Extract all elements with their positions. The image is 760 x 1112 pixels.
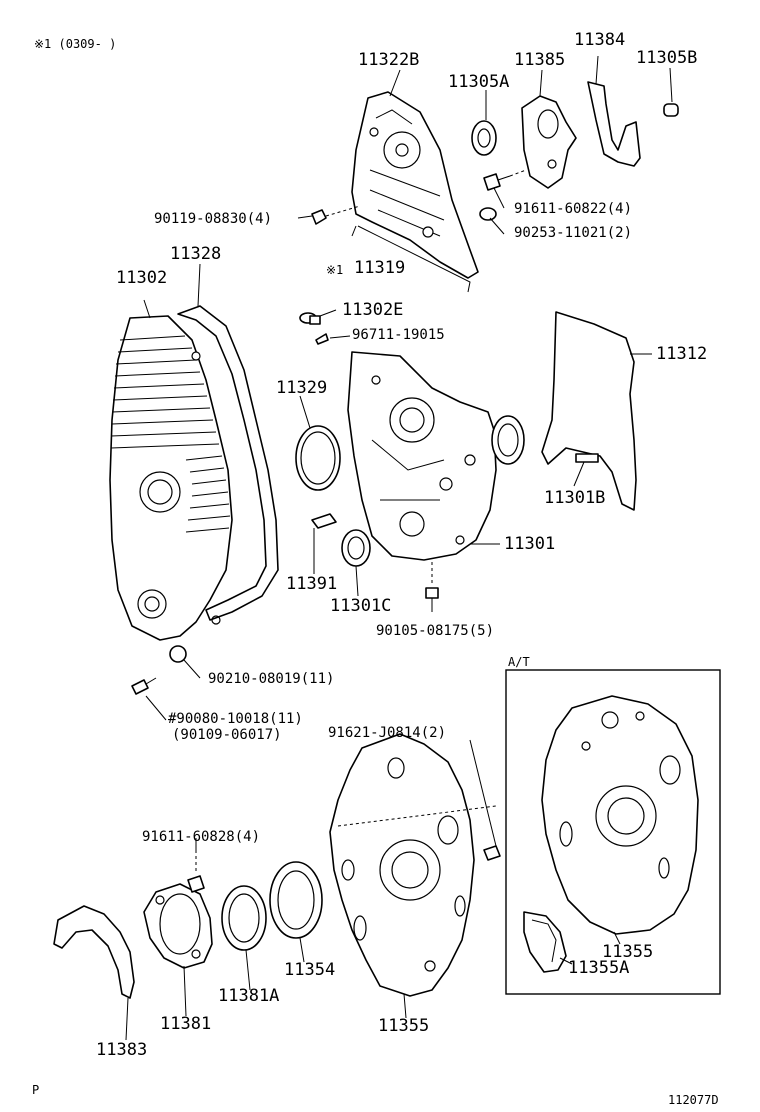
pin-90253-drawing	[479, 207, 497, 221]
label-11385: 11385	[514, 50, 566, 70]
part-11312-drawing	[541, 311, 637, 511]
label-90105: 90105-08175(5)	[376, 623, 495, 639]
note-mark: ※1	[326, 263, 344, 277]
part-11302E-drawing	[299, 312, 321, 325]
diagram-id: 112077D	[668, 1093, 719, 1107]
label-11384: 11384	[574, 30, 626, 50]
label-90253: 90253-11021(2)	[514, 225, 633, 241]
part-11355-at-drawing	[541, 695, 699, 935]
bolt-90080-drawing	[131, 677, 157, 695]
part-96711-drawing	[315, 333, 329, 345]
part-11383-drawing	[53, 905, 135, 999]
label-90080: #90080-10018(11)	[168, 711, 303, 727]
part-11385-drawing	[521, 95, 577, 189]
label-11354: 11354	[284, 960, 336, 980]
part-11305A-drawing	[471, 120, 497, 156]
part-11355A-drawing	[523, 911, 567, 973]
at-group-box	[505, 669, 721, 995]
label-11319: 11319	[354, 258, 406, 278]
label-91611-upper: 91611-60822(4)	[514, 201, 633, 217]
label-11312: 11312	[656, 344, 708, 364]
part-11301C-drawing	[341, 529, 371, 567]
part-11322B-drawing	[351, 91, 479, 293]
bolt-91621-drawing	[469, 739, 501, 861]
part-11354-drawing	[269, 861, 323, 939]
label-11355-at: 11355	[602, 942, 654, 962]
label-11301: 11301	[504, 534, 556, 554]
part-11381-drawing	[143, 883, 213, 969]
bolt-91611-lower-drawing	[187, 850, 205, 893]
corner-letter: P	[32, 1083, 40, 1097]
part-11305B-drawing	[663, 103, 679, 117]
part-11301-drawing	[347, 351, 525, 561]
part-11329-drawing	[295, 425, 341, 491]
label-11305B: 11305B	[636, 48, 698, 68]
bolt-90119-drawing	[311, 205, 361, 225]
part-11355-drawing	[329, 733, 497, 997]
label-90119: 90119-08830(4)	[154, 211, 273, 227]
label-11355: 11355	[378, 1016, 430, 1036]
label-91621: 91621-J0814(2)	[328, 725, 447, 741]
label-11305A: 11305A	[448, 72, 510, 92]
label-11322B: 11322B	[358, 50, 420, 70]
label-91611-lower: 91611-60828(4)	[142, 829, 261, 845]
part-11301B-drawing	[575, 453, 599, 463]
label-11328: 11328	[170, 244, 222, 264]
label-11381A: 11381A	[218, 986, 280, 1006]
label-11381: 11381	[160, 1014, 212, 1034]
part-11391-drawing	[311, 513, 337, 574]
label-11383: 11383	[96, 1040, 148, 1060]
label-11302: 11302	[116, 268, 168, 288]
label-90109: (90109-06017)	[172, 727, 282, 743]
label-96711: 96711-19015	[352, 327, 445, 343]
part-11381A-drawing	[221, 885, 267, 951]
bolt-91611-upper-drawing	[483, 169, 527, 191]
bush-90210-drawing	[169, 645, 187, 663]
at-group-label: A/T	[508, 655, 530, 669]
part-11384-drawing	[587, 81, 641, 167]
label-11391: 11391	[286, 574, 338, 594]
label-11301B: 11301B	[544, 488, 606, 508]
label-90210: 90210-08019(11)	[208, 671, 335, 687]
label-11329: 11329	[276, 378, 328, 398]
part-11328-drawing	[177, 305, 279, 621]
label-11302E: 11302E	[342, 300, 404, 320]
production-note: ※1 (0309- )	[34, 37, 117, 51]
part-11302-drawing	[109, 315, 233, 641]
label-11301C: 11301C	[330, 596, 392, 616]
label-11355A: 11355A	[568, 958, 630, 978]
bolt-90105-drawing	[425, 562, 439, 612]
